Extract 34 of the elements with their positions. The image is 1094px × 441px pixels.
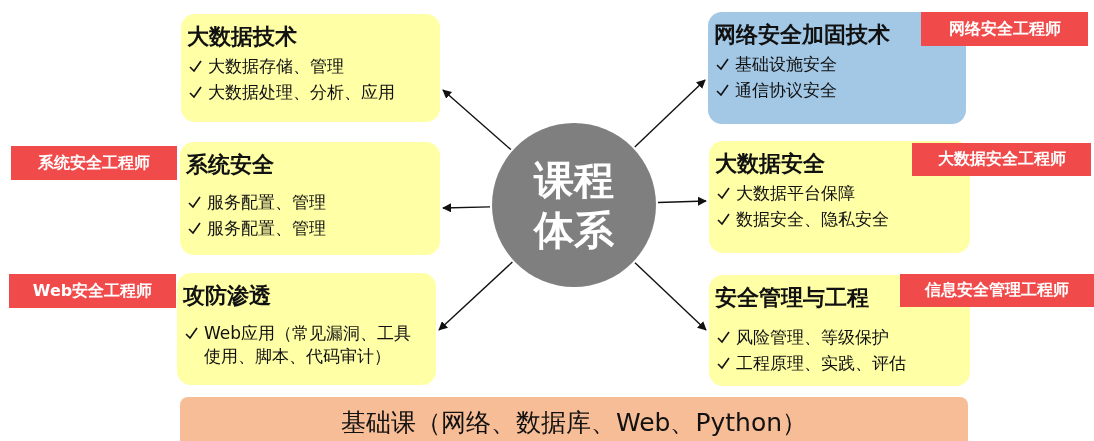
arrow <box>634 262 707 331</box>
topic-box <box>177 273 436 385</box>
box-title: 安全管理与工程 <box>715 284 869 312</box>
role-tag: 网络安全工程师 <box>921 12 1088 46</box>
arrow <box>442 89 512 151</box>
arrow <box>657 196 707 206</box>
role-tag: 系统安全工程师 <box>11 146 177 180</box>
box-title: 网络安全加固技术 <box>714 21 890 49</box>
box-title: 大数据安全 <box>715 150 825 178</box>
role-tag: 信息安全管理工程师 <box>900 274 1094 307</box>
list-item: 通信协议安全 <box>735 79 837 102</box>
list-item: 风险管理、等级保护 <box>736 326 889 349</box>
box-title: 大数据技术 <box>187 23 297 51</box>
arrow <box>634 79 706 148</box>
list-item: 工程原理、实践、评估 <box>736 352 906 375</box>
role-tag: Web安全工程师 <box>9 274 176 308</box>
list-item: 基础设施安全 <box>735 53 837 76</box>
box-title: 系统安全 <box>186 151 274 179</box>
box-title: 攻防渗透 <box>183 282 271 310</box>
list-item: 服务配置、管理 <box>207 217 326 240</box>
list-item: 大数据存储、管理 <box>208 55 344 78</box>
circle-label: 课程体系 <box>532 156 615 255</box>
topic-box <box>181 14 440 122</box>
base-course-band: 基础课（网络、数据库、Web、Python） <box>180 397 968 441</box>
topic-box <box>709 141 970 253</box>
arrow <box>438 261 514 331</box>
list-item: 数据安全、隐私安全 <box>736 208 889 231</box>
topic-box <box>180 142 440 255</box>
list-item: 大数据平台保障 <box>736 182 855 205</box>
list-item: Web应用（常见漏洞、工具使用、脚本、代码审计） <box>204 322 413 368</box>
list-item: 服务配置、管理 <box>207 191 326 214</box>
list-item: 大数据处理、分析、应用 <box>208 81 395 104</box>
role-tag: 大数据安全工程师 <box>912 143 1091 176</box>
arrow <box>442 203 491 213</box>
